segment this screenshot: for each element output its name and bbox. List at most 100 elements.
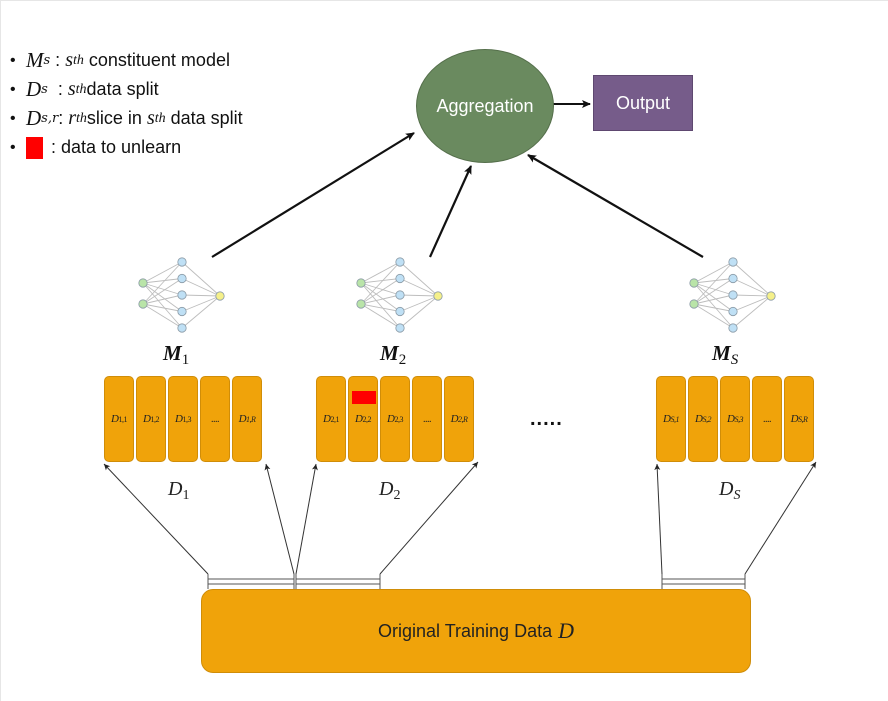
- output-node-dot: [433, 291, 443, 301]
- legend-text: : data to unlearn: [51, 137, 182, 157]
- legend-sup: th: [76, 110, 87, 126]
- network-edge: [142, 282, 183, 312]
- network-edge: [693, 261, 734, 305]
- legend-text: constituent model: [83, 50, 230, 70]
- legend-sep: :: [50, 50, 66, 70]
- hidden-node: [177, 273, 187, 284]
- hidden-node: [177, 323, 187, 333]
- network-edge: [693, 278, 734, 284]
- network-edge: [399, 294, 439, 297]
- model-symbol: M: [380, 341, 399, 365]
- network-edge: [693, 303, 734, 312]
- network-edge: [360, 282, 401, 312]
- hidden-node: [395, 273, 405, 284]
- legend-text: data split: [165, 108, 243, 128]
- legend-text: data split: [86, 79, 159, 99]
- arrow-to-splits-right: [744, 461, 817, 575]
- model-label-1: M1: [163, 341, 189, 369]
- input-node: [356, 299, 366, 309]
- hidden-node: [177, 257, 187, 267]
- split-label-s: DS: [719, 478, 741, 503]
- network-edge: [142, 278, 183, 284]
- bracket-split-2: [295, 574, 381, 589]
- input-node: [689, 278, 699, 288]
- network-edge: [399, 295, 439, 312]
- legend-sup-base: s: [67, 78, 76, 100]
- arrow-to-split1-right: [264, 463, 295, 575]
- network-edge: [181, 295, 221, 329]
- bullet: •: [10, 109, 16, 127]
- legend-sup: th: [75, 81, 87, 97]
- legend-sep: :: [58, 108, 69, 128]
- arrow-m1-to-aggregation: [211, 132, 415, 258]
- network-edge: [360, 261, 401, 284]
- network-edge: [732, 295, 772, 329]
- legend-subscript: s: [41, 82, 48, 97]
- hidden-node: [395, 257, 405, 267]
- legend-sep: :: [47, 79, 68, 99]
- network-edge: [142, 282, 183, 296]
- network-edge: [360, 294, 401, 305]
- legend-sup: th: [72, 52, 84, 68]
- hidden-node: [177, 290, 187, 300]
- original-training-data: Original Training Data D: [201, 589, 751, 673]
- legend-sup: th: [154, 110, 166, 126]
- network-edge: [732, 261, 772, 297]
- network-edge: [181, 261, 221, 297]
- arrow-to-split2-right: [379, 461, 479, 575]
- network-edge: [360, 303, 401, 312]
- model-subscript: 2: [398, 352, 407, 368]
- legend-sup-base: r: [68, 107, 77, 129]
- bullet: •: [10, 138, 16, 156]
- hidden-node: [177, 306, 187, 317]
- arrow-m2-to-aggregation: [428, 165, 473, 258]
- network-edge: [693, 282, 734, 296]
- original-data-label: Original Training Data: [378, 620, 553, 641]
- network-edge: [693, 278, 734, 305]
- network-edge: [360, 278, 401, 305]
- network-edge: [693, 261, 734, 284]
- network-edge: [360, 303, 401, 329]
- bullet: •: [10, 80, 16, 98]
- aggregation-node: Aggregation: [416, 49, 554, 163]
- legend-symbol: D: [26, 106, 42, 130]
- legend-subscript: s,r: [41, 111, 59, 126]
- input-node: [356, 278, 366, 288]
- output-node: Output: [593, 75, 693, 131]
- network-edge: [142, 261, 183, 284]
- hidden-node: [395, 306, 405, 317]
- network-edge: [142, 282, 183, 329]
- network-edge: [693, 303, 734, 329]
- legend-sup-base: s: [146, 107, 155, 129]
- legend-item-unlearn: • : data to unlearn: [10, 133, 243, 162]
- model-subscript: 1: [181, 352, 190, 368]
- input-node: [138, 299, 148, 309]
- network-edge: [399, 295, 439, 329]
- network-icon-m1: [138, 257, 225, 333]
- legend-sup-base: s: [65, 49, 73, 71]
- legend-symbol: M: [26, 48, 44, 72]
- hidden-node: [728, 290, 738, 300]
- network-edge: [181, 278, 221, 297]
- network-edge: [399, 261, 439, 297]
- bracket-split-s: [661, 574, 746, 589]
- split-label-1: D1: [168, 478, 190, 503]
- model-symbol: M: [712, 341, 731, 365]
- model-label-s: MS: [712, 341, 738, 369]
- network-edge: [142, 261, 183, 305]
- arrow-to-split2-left: [295, 463, 318, 575]
- bracket-split-1: [207, 574, 295, 589]
- network-icon-m2: [356, 257, 443, 333]
